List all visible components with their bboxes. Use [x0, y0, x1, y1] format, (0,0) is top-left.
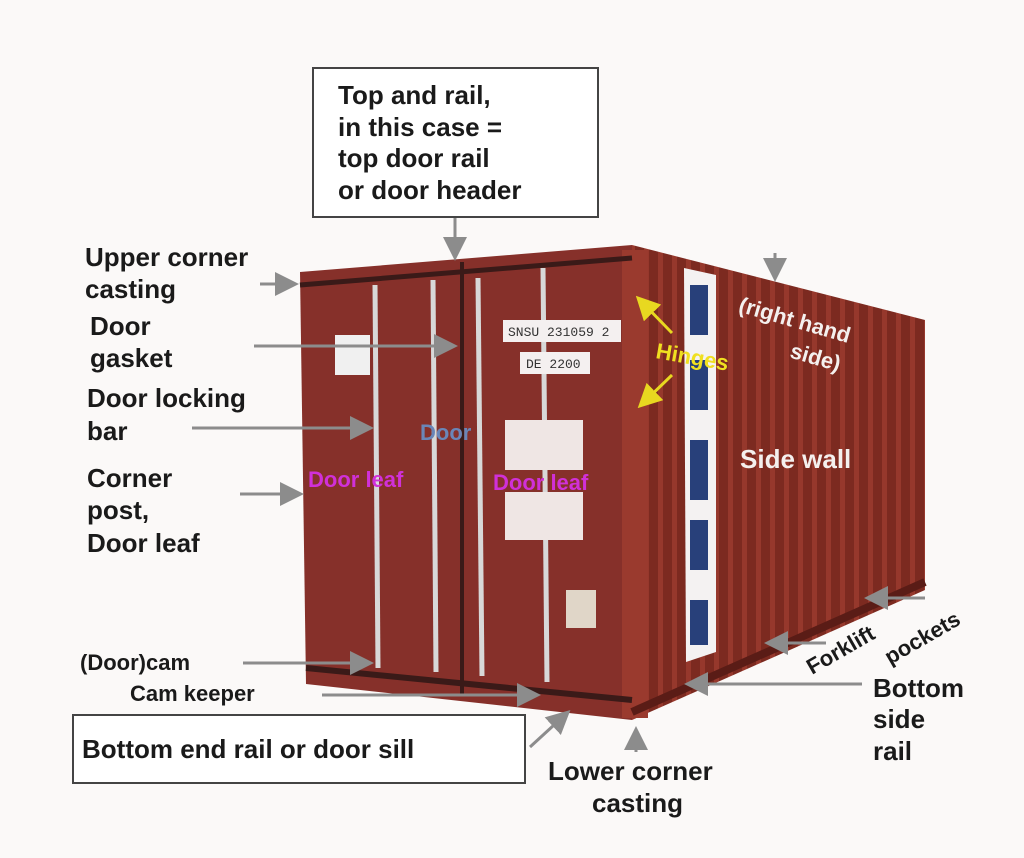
- top-rail-label-box: [312, 67, 599, 218]
- container-number: SNSU 231059 2: [508, 325, 609, 340]
- arrow-hinge-upper: [635, 295, 674, 335]
- corner-post: [622, 250, 648, 718]
- cam-keeper-label: Cam keeper: [130, 681, 255, 706]
- door-locking-bars: [372, 267, 550, 683]
- door-leaf-right-label: Door leaf: [493, 470, 589, 495]
- door-cam-label: (Door)cam: [80, 650, 190, 675]
- pockets-label: pockets: [880, 606, 965, 669]
- door-placard: [566, 590, 596, 628]
- top-rail-label: Top and rail, in this case = top door ra…: [338, 80, 521, 205]
- marking-plate: [503, 320, 621, 342]
- arrow-hinge-lower: [637, 373, 674, 409]
- arrow-bottom-end-rail: [528, 709, 571, 749]
- door-leaf-left-label: Door leaf: [308, 467, 404, 492]
- marking-plate-2: [520, 352, 590, 374]
- bottom-end-rail-label: Bottom end rail or door sill: [82, 734, 414, 764]
- container-type-code: DE 2200: [526, 357, 581, 372]
- pointer-arrows: [192, 218, 925, 752]
- door-placard: [505, 420, 583, 470]
- door-label: Door: [420, 420, 472, 445]
- door-plate: [335, 335, 370, 375]
- side-wall-label: Side wall: [740, 444, 851, 474]
- bottom-end-rail-label-box: [72, 714, 526, 784]
- door-placard: [505, 492, 583, 540]
- top-door-rail: [299, 255, 633, 288]
- logo-letters: [690, 285, 708, 645]
